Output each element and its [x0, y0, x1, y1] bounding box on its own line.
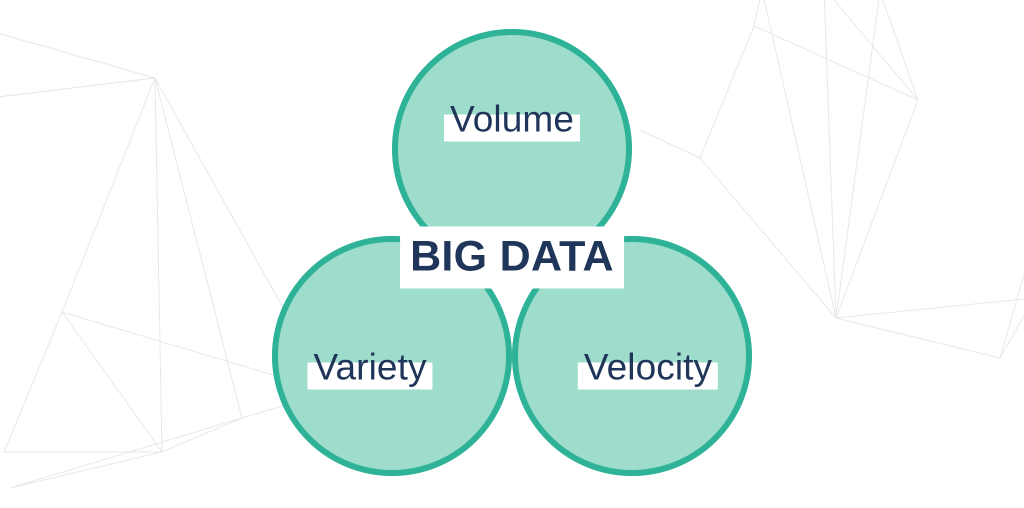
- volume-highlight: Volume: [443, 98, 581, 142]
- venn-label-velocity[interactable]: Velocity: [577, 346, 719, 390]
- variety-label-text: Variety: [313, 346, 427, 388]
- venn-label-center-big-data[interactable]: BIG DATA: [400, 226, 624, 289]
- variety-highlight: Variety: [307, 346, 433, 390]
- venn-circle-volume-fill: [392, 29, 632, 269]
- velocity-label-text: Velocity: [583, 346, 713, 388]
- venn-circle-variety-fill: [272, 236, 512, 476]
- venn-circle-velocity-stroke: [512, 236, 752, 476]
- venn-label-volume[interactable]: Volume: [443, 98, 581, 142]
- velocity-highlight: Velocity: [577, 346, 719, 390]
- volume-label-text: Volume: [449, 98, 575, 140]
- big-data-highlight: BIG DATA: [400, 226, 624, 289]
- venn-circle-velocity-fill: [512, 236, 752, 476]
- venn-circle-fills: [272, 29, 752, 476]
- venn-label-variety[interactable]: Variety: [307, 346, 433, 390]
- big-data-label-text: BIG DATA: [410, 232, 614, 281]
- venn-circle-variety-stroke: [272, 236, 512, 476]
